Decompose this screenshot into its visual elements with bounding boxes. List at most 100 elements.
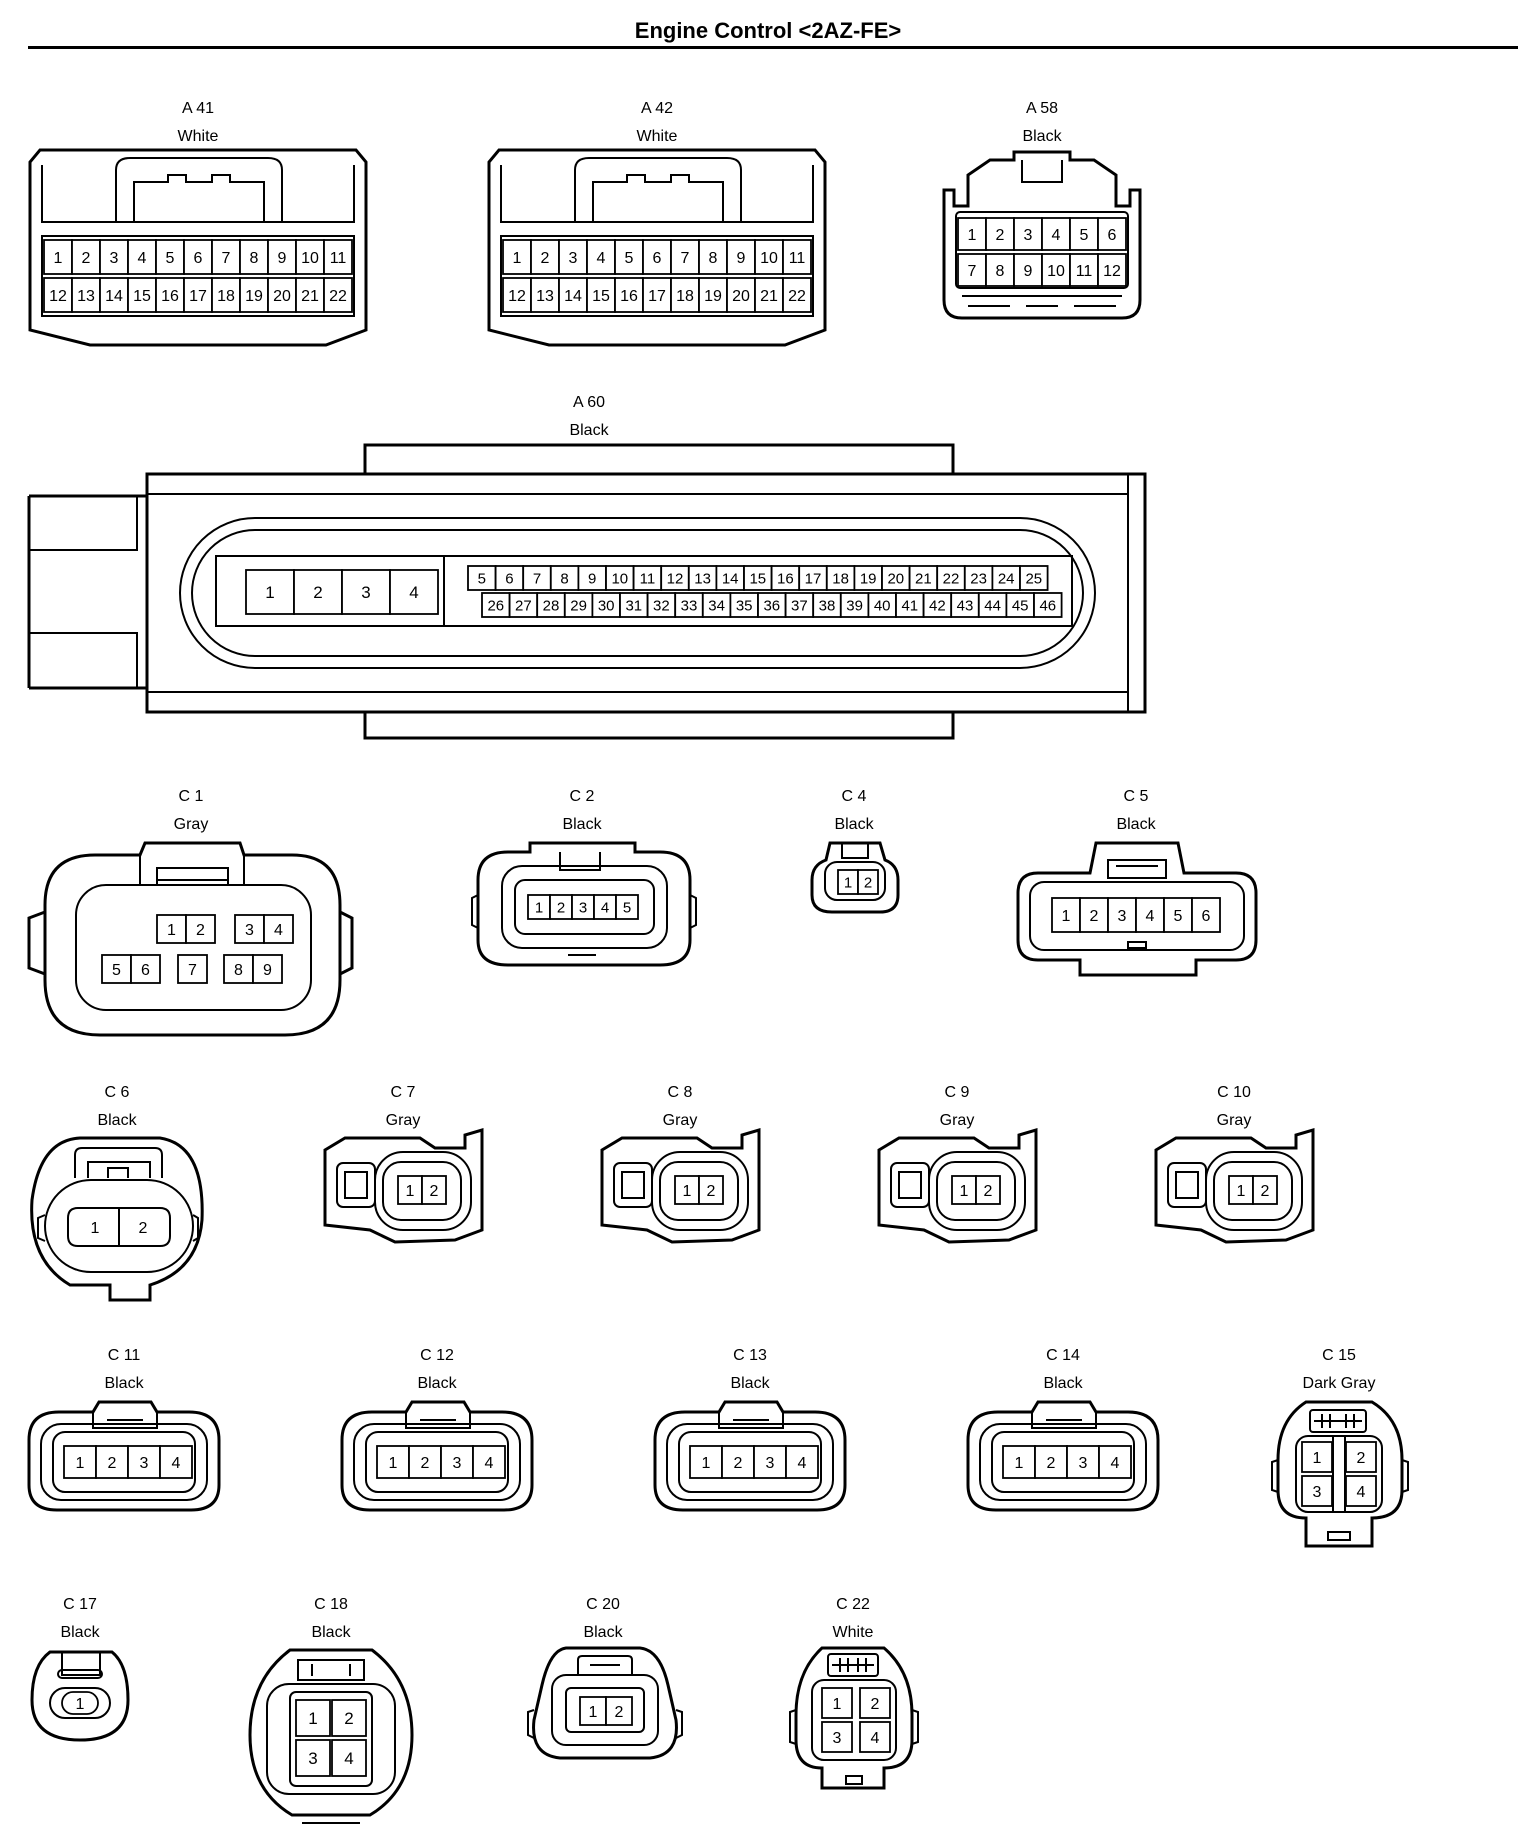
svg-text:7: 7 <box>681 250 690 267</box>
svg-text:2: 2 <box>996 227 1005 244</box>
connector-a60-pin-3: 3 <box>341 569 391 615</box>
svg-text:21: 21 <box>915 570 932 587</box>
connector-c18-pin-2: 2 <box>331 1699 367 1737</box>
svg-text:1: 1 <box>1237 1183 1246 1200</box>
connector-c12-color: Black <box>417 1375 457 1392</box>
svg-text:11: 11 <box>330 250 347 267</box>
connector-c7-color: Gray <box>386 1112 421 1129</box>
svg-text:18: 18 <box>832 570 849 587</box>
connector-a60-pin-34: 34 <box>701 592 732 618</box>
connector-c11-housing <box>27 1400 221 1512</box>
connector-a41-pin-19: 19 <box>239 277 269 313</box>
svg-text:4: 4 <box>597 250 606 267</box>
svg-text:3: 3 <box>1118 908 1127 925</box>
svg-text:38: 38 <box>819 597 836 614</box>
svg-text:1: 1 <box>1015 1455 1024 1472</box>
svg-text:32: 32 <box>653 597 670 614</box>
connector-a41-pin-5: 5 <box>155 239 185 275</box>
connector-a60-pin-14: 14 <box>715 565 745 591</box>
svg-text:3: 3 <box>1024 227 1033 244</box>
connector-c13-pin-4: 4 <box>785 1445 819 1479</box>
connector-a60-pin-44: 44 <box>977 592 1008 618</box>
connector-a60-color: Black <box>569 422 609 439</box>
connector-c22-pin-2: 2 <box>859 1687 891 1719</box>
connector-a60-pin-8: 8 <box>549 565 580 591</box>
connector-c6-code: C 6 <box>105 1084 130 1101</box>
connector-a41-pin-6: 6 <box>183 239 213 275</box>
connector-a60-pin-19: 19 <box>853 565 883 591</box>
connector-c2-housing <box>471 841 697 967</box>
svg-text:42: 42 <box>929 597 946 614</box>
svg-text:1: 1 <box>833 1696 842 1713</box>
svg-text:3: 3 <box>569 250 578 267</box>
connector-a60-pin-16: 16 <box>770 565 801 591</box>
svg-text:14: 14 <box>105 288 123 305</box>
connector-c9-pin-1: 1 <box>951 1175 977 1205</box>
connector-a60-pin-27: 27 <box>508 592 539 618</box>
connector-c20-pin-1: 1 <box>579 1696 607 1726</box>
connector-c12-pin-4: 4 <box>472 1445 506 1479</box>
svg-text:22: 22 <box>943 570 960 587</box>
connector-a41-pin-20: 20 <box>267 277 297 313</box>
svg-text:25: 25 <box>1025 570 1042 587</box>
connector-c10-pin-2: 2 <box>1252 1175 1278 1205</box>
svg-text:12: 12 <box>508 288 526 305</box>
connector-a41-housing <box>28 148 368 347</box>
connector-c15-color: Dark Gray <box>1303 1375 1376 1392</box>
svg-text:4: 4 <box>485 1455 494 1472</box>
svg-text:3: 3 <box>453 1455 462 1472</box>
svg-text:1: 1 <box>968 227 977 244</box>
connector-c1-housing <box>27 841 354 1037</box>
connector-c18-code: C 18 <box>314 1596 348 1613</box>
svg-text:8: 8 <box>250 250 259 267</box>
connector-c12-code: C 12 <box>420 1347 454 1364</box>
svg-text:2: 2 <box>541 250 550 267</box>
svg-text:22: 22 <box>329 288 347 305</box>
connector-a42-pin-9: 9 <box>726 239 756 275</box>
connector-a41-pin-9: 9 <box>267 239 297 275</box>
connector-a42-pin-1: 1 <box>502 239 532 275</box>
connector-a42-code: A 42 <box>641 100 673 117</box>
svg-text:27: 27 <box>515 597 532 614</box>
connector-a60-code: A 60 <box>573 394 605 411</box>
connector-c6-pin-1: 1 <box>91 1220 100 1237</box>
connector-c6-pin-2: 2 <box>139 1220 148 1237</box>
svg-text:1: 1 <box>76 1455 85 1472</box>
connector-a60-pin-37: 37 <box>784 592 815 618</box>
connector-a58-pin-5: 5 <box>1069 217 1099 251</box>
connector-c7-pin-1: 1 <box>397 1175 423 1205</box>
connector-a60-pin-7: 7 <box>522 565 552 591</box>
connector-a41-pin-11: 11 <box>323 239 353 275</box>
connector-a58-pin-11: 11 <box>1069 253 1099 287</box>
connector-a42-pin-20: 20 <box>726 277 756 313</box>
connector-c1-pin-6: 6 <box>130 954 161 984</box>
connector-a60-pin-32: 32 <box>646 592 677 618</box>
svg-text:29: 29 <box>570 597 587 614</box>
connector-a60-pin-40: 40 <box>867 592 897 618</box>
connector-a60-pin-38: 38 <box>812 592 842 618</box>
svg-text:2: 2 <box>108 1455 117 1472</box>
connector-a41-color: White <box>178 128 219 145</box>
connector-c1-pin-3: 3 <box>234 914 265 944</box>
svg-text:4: 4 <box>274 922 283 939</box>
connector-c2-pin-3: 3 <box>571 894 595 920</box>
connector-c20-color: Black <box>583 1624 623 1641</box>
connector-c11-pin-3: 3 <box>127 1445 161 1479</box>
svg-text:4: 4 <box>1146 908 1155 925</box>
svg-text:5: 5 <box>1174 908 1183 925</box>
svg-text:4: 4 <box>871 1730 880 1747</box>
svg-text:44: 44 <box>984 597 1001 614</box>
